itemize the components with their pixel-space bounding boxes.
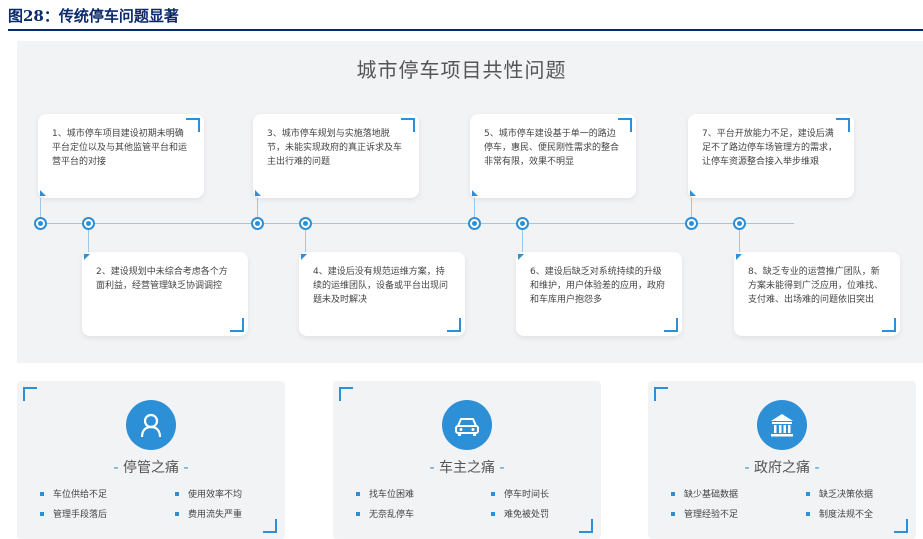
timeline-stem bbox=[305, 230, 306, 252]
timeline-node bbox=[733, 217, 746, 230]
card-corner bbox=[230, 318, 244, 332]
list-item: 管理经验不足 bbox=[671, 507, 738, 520]
timeline-card-6: 6、建设后缺乏对系统持续的升级和维护，用户体验差的应用，政府和车库用户抱怨多 bbox=[516, 252, 682, 336]
card-corner bbox=[518, 254, 524, 260]
timeline-card-text: 6、建设后缺乏对系统持续的升级和维护，用户体验差的应用，政府和车库用户抱怨多 bbox=[530, 267, 666, 305]
timeline-stem bbox=[739, 230, 740, 252]
timeline-line bbox=[34, 223, 794, 224]
card-corner bbox=[263, 519, 277, 533]
card-corner bbox=[40, 190, 46, 196]
list-item: 费用流失严重 bbox=[175, 507, 242, 520]
card-corner bbox=[664, 318, 678, 332]
main-title: 城市停车项目共性问题 bbox=[356, 58, 567, 82]
timeline-node bbox=[299, 217, 312, 230]
card-corner bbox=[579, 519, 593, 533]
car-icon bbox=[442, 400, 492, 450]
pain-title: 车主之痛 bbox=[439, 460, 495, 476]
timeline-node bbox=[34, 217, 47, 230]
timeline-node bbox=[468, 217, 481, 230]
timeline-card-text: 1、城市停车项目建设初期未明确平台定位以及与其他监管平台和运营平台的对接 bbox=[52, 129, 188, 167]
card-corner bbox=[301, 254, 307, 260]
timeline-card-text: 3、城市停车规划与实施落地脱节，未能实现政府的真正诉求及车主出行难的问题 bbox=[267, 129, 403, 167]
card-corner bbox=[618, 118, 632, 132]
list-item: 找车位困难 bbox=[356, 487, 414, 500]
timeline-card-text: 2、建设规划中未综合考虑各个方面利益，经营管理缺乏协调调控 bbox=[96, 267, 228, 291]
card-corner bbox=[401, 118, 415, 132]
government-building-icon bbox=[757, 400, 807, 450]
card-corner bbox=[339, 387, 353, 401]
pain-title: 停管之痛 bbox=[123, 460, 179, 476]
list-item: 管理手段落后 bbox=[40, 507, 107, 520]
timeline-node bbox=[251, 217, 264, 230]
timeline-card-text: 4、建设后没有规范运维方案，持续的运维团队，设备或平台出现问题未及时解决 bbox=[313, 267, 449, 305]
card-corner bbox=[836, 118, 850, 132]
timeline-card-3: 3、城市停车规划与实施落地脱节，未能实现政府的真正诉求及车主出行难的问题 bbox=[253, 114, 419, 198]
timeline-node bbox=[685, 217, 698, 230]
card-corner bbox=[255, 190, 261, 196]
timeline-card-2: 2、建设规划中未综合考虑各个方面利益，经营管理缺乏协调调控 bbox=[82, 252, 248, 336]
card-corner bbox=[23, 387, 37, 401]
list-item: 缺少基础数据 bbox=[671, 487, 738, 500]
timeline-stem bbox=[474, 198, 475, 218]
person-icon bbox=[126, 400, 176, 450]
list-item: 车位供给不足 bbox=[40, 487, 107, 500]
card-corner bbox=[894, 519, 908, 533]
timeline-card-7: 7、平台开放能力不足，建设后满足不了路边停车场管理方的需求，让停车资源整合接入举… bbox=[688, 114, 854, 198]
timeline-stem bbox=[88, 230, 89, 252]
card-corner bbox=[654, 387, 668, 401]
figure-title: 图28：传统停车问题显著 bbox=[8, 7, 179, 25]
pain-title: 政府之痛 bbox=[754, 460, 810, 476]
timeline-node bbox=[82, 217, 95, 230]
card-corner bbox=[736, 254, 742, 260]
list-item: 难免被处罚 bbox=[491, 507, 549, 520]
timeline-card-8: 8、缺乏专业的运营推广团队，新方案未能得到广泛应用，位难找、支付难、出场难的问题… bbox=[734, 252, 900, 336]
timeline-stem bbox=[522, 230, 523, 252]
timeline-stem bbox=[40, 198, 41, 218]
card-corner bbox=[447, 318, 461, 332]
list-item: 缺乏决策依据 bbox=[806, 487, 873, 500]
timeline-card-5: 5、城市停车建设基于单一的路边停车，惠民、便民刚性需求的整合非常有限，效果不明显 bbox=[470, 114, 636, 198]
timeline-card-text: 7、平台开放能力不足，建设后满足不了路边停车场管理方的需求，让停车资源整合接入举… bbox=[702, 129, 838, 167]
pain-card-government: - 政府之痛 - 缺少基础数据 缺乏决策依据 管理经验不足 制度法规不全 bbox=[648, 381, 916, 539]
card-corner bbox=[882, 318, 896, 332]
timeline-stem bbox=[257, 198, 258, 218]
card-corner bbox=[472, 190, 478, 196]
list-item: 制度法规不全 bbox=[806, 507, 873, 520]
timeline-card-text: 8、缺乏专业的运营推广团队，新方案未能得到广泛应用，位难找、支付难、出场难的问题… bbox=[748, 267, 884, 305]
timeline-card-text: 5、城市停车建设基于单一的路边停车，惠民、便民刚性需求的整合非常有限，效果不明显 bbox=[484, 129, 620, 167]
card-corner bbox=[690, 190, 696, 196]
list-item: 无奈乱停车 bbox=[356, 507, 414, 520]
list-item: 使用效率不均 bbox=[175, 487, 242, 500]
card-corner bbox=[84, 254, 90, 260]
timeline-node bbox=[516, 217, 529, 230]
figure-rule bbox=[8, 29, 923, 31]
pain-card-car-owner: - 车主之痛 - 找车位困难 停车时间长 无奈乱停车 难免被处罚 bbox=[333, 381, 601, 539]
timeline-card-4: 4、建设后没有规范运维方案，持续的运维团队，设备或平台出现问题未及时解决 bbox=[299, 252, 465, 336]
pain-card-parking-management: - 停管之痛 - 车位供给不足 使用效率不均 管理手段落后 费用流失严重 bbox=[17, 381, 285, 539]
list-item: 停车时间长 bbox=[491, 487, 549, 500]
timeline-card-1: 1、城市停车项目建设初期未明确平台定位以及与其他监管平台和运营平台的对接 bbox=[38, 114, 204, 198]
card-corner bbox=[186, 118, 200, 132]
timeline-stem bbox=[691, 198, 692, 218]
